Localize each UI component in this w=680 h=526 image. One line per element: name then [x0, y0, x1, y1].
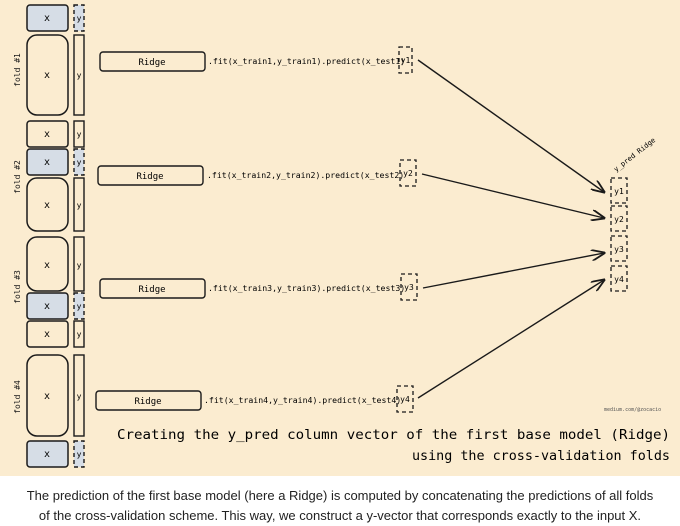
- stack-cell-y1: [610, 177, 628, 204]
- y-label: y: [77, 14, 82, 23]
- x-label: x: [44, 157, 50, 168]
- fold-3: fold #3 x y x y x y Ridge .fit(x_train3,…: [13, 236, 418, 348]
- y-label: y: [77, 158, 82, 167]
- x-test-block: [26, 292, 69, 320]
- stack-cell-y3: [610, 235, 628, 262]
- arrow-y1: [417, 59, 604, 192]
- x-test-block: [26, 148, 69, 176]
- cv-stacking-diagram: fold #1 x y x y Ridge .fit(x_train1,y_tr…: [13, 4, 670, 468]
- prediction-box: [399, 159, 417, 187]
- stack-label-y2: y2: [614, 215, 624, 224]
- fit-call: .fit(x_train1,y_train1).predict(x_test1): [208, 56, 405, 66]
- y-train-block: [73, 34, 85, 116]
- diagram-canvas: fold #1 x y x y Ridge .fit(x_train1,y_tr…: [0, 0, 680, 476]
- stack-label: y_pred Ridge: [612, 136, 657, 173]
- ridge-label: Ridge: [138, 285, 165, 295]
- ridge-label: Ridge: [136, 172, 163, 182]
- fold-2: fold #2 x y x y x y Ridge .fit(x_train2,…: [13, 120, 417, 232]
- ridge-box: [95, 390, 202, 411]
- ridge-box: [99, 278, 206, 299]
- y-test-block: [73, 148, 85, 176]
- y-train-block: [73, 236, 85, 292]
- x-label: x: [44, 391, 50, 402]
- arrow-y4: [417, 280, 604, 399]
- prediction-box: [398, 46, 413, 74]
- stack-label-y3: y3: [614, 245, 624, 254]
- ridge-label: Ridge: [134, 397, 161, 407]
- fold-1: fold #1 x y x y Ridge .fit(x_train1,y_tr…: [13, 4, 413, 116]
- x-test-block: [26, 4, 69, 32]
- x-train-block: [26, 34, 69, 116]
- diagram-title-line2: using the cross-validation folds: [412, 448, 670, 464]
- prediction-label: y4: [400, 395, 410, 404]
- stack-cell-y4: [610, 265, 628, 292]
- y-label: y: [77, 261, 82, 270]
- y-pred-vector: y_pred Ridge y1 y2 y3 y4: [610, 136, 657, 292]
- x-train-block: [26, 320, 69, 348]
- x-train-block: [26, 354, 69, 437]
- figure-caption: The prediction of the first base model (…: [0, 486, 680, 526]
- y-test-block: [73, 292, 85, 320]
- y-test-block: [73, 4, 85, 32]
- y-label: y: [77, 201, 82, 210]
- prediction-box: [400, 273, 418, 301]
- x-label: x: [44, 13, 50, 24]
- stack-label-y4: y4: [614, 275, 624, 284]
- arrow-y3: [422, 253, 604, 289]
- y-label: y: [77, 330, 82, 339]
- x-train-block: [26, 236, 69, 292]
- y-train-block: [73, 354, 85, 437]
- fit-call: .fit(x_train3,y_train3).predict(x_test3): [208, 283, 405, 293]
- prediction-label: y2: [403, 169, 413, 178]
- x-train-block: [26, 177, 69, 232]
- fold-label: fold #2: [13, 160, 22, 194]
- y-label: y: [77, 71, 82, 80]
- x-label: x: [44, 200, 50, 211]
- y-train-block: [73, 177, 85, 232]
- caption-line-2: of the cross-validation scheme. This way…: [38, 508, 642, 523]
- fold-label: fold #4: [13, 380, 22, 414]
- ridge-box: [99, 51, 206, 72]
- x-test-block: [26, 440, 69, 468]
- watermark: medium.com/@zocacio: [604, 407, 661, 413]
- prediction-label: y1: [401, 56, 411, 65]
- stack-cell-y2: [610, 205, 628, 232]
- ridge-box: [97, 165, 204, 186]
- ridge-label: Ridge: [138, 58, 165, 68]
- fit-call: .fit(x_train4,y_train4).predict(x_test4): [204, 395, 401, 405]
- x-label: x: [44, 260, 50, 271]
- fold-label: fold #3: [13, 270, 22, 304]
- prediction-box: [396, 385, 414, 413]
- y-train-block: [73, 120, 85, 148]
- prediction-label: y3: [404, 283, 414, 292]
- y-label: y: [77, 392, 82, 401]
- fold-label: fold #1: [13, 53, 22, 87]
- y-train-block: [73, 320, 85, 348]
- x-train-block: [26, 120, 69, 148]
- x-label: x: [44, 329, 50, 340]
- stack-label-y1: y1: [614, 187, 624, 196]
- arrows: [417, 59, 604, 399]
- x-label: x: [44, 70, 50, 81]
- arrow-y2: [421, 173, 604, 218]
- fit-call: .fit(x_train2,y_train2).predict(x_test2): [207, 170, 404, 180]
- x-label: x: [44, 301, 50, 312]
- fold-4: fold #4 x y x y Ridge .fit(x_train4,y_tr…: [13, 354, 414, 468]
- diagram-title-line1: Creating the y_pred column vector of the…: [117, 427, 670, 443]
- y-label: y: [77, 450, 82, 459]
- y-test-block: [73, 440, 85, 468]
- y-label: y: [77, 302, 82, 311]
- x-label: x: [44, 449, 50, 460]
- x-label: x: [44, 129, 50, 140]
- caption-line-1: The prediction of the first base model (…: [26, 488, 654, 503]
- y-label: y: [77, 130, 82, 139]
